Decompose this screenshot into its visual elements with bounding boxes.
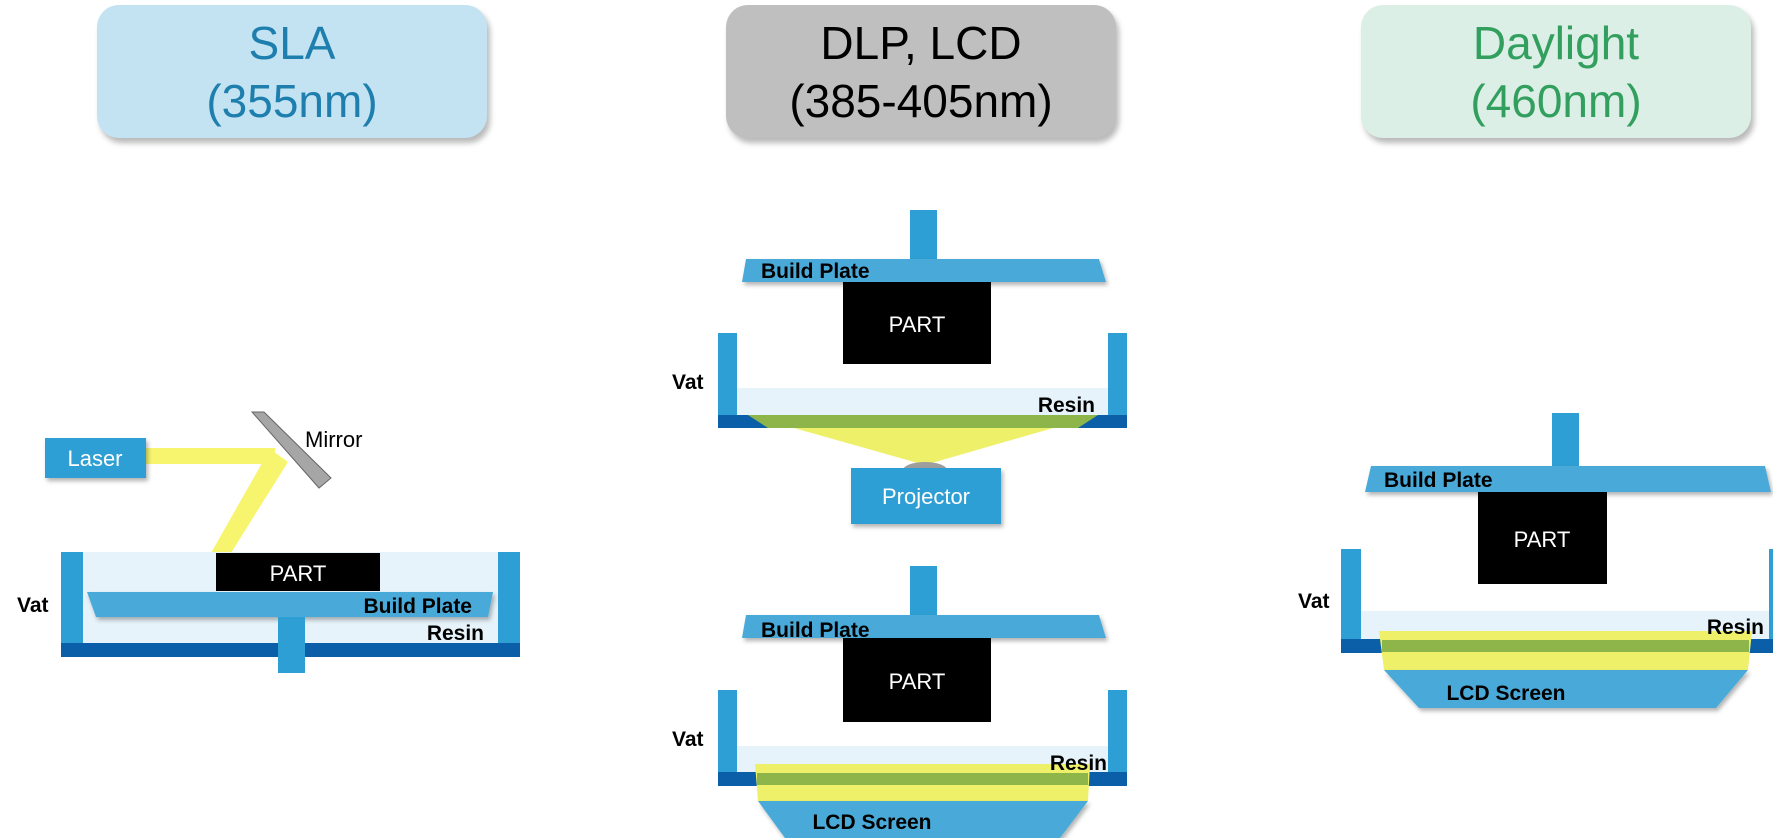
dlp-build-plate [742,259,1106,282]
sla-part-label: PART [270,561,327,586]
dlp-resin [737,388,1108,415]
dlp-vat-label: Vat [672,371,704,394]
dlp-part-label: PART [889,312,946,337]
dlp-projector-label: Projector [882,484,970,509]
dlp-part [843,282,991,364]
header-daylight-wavelength: (460nm) [1470,74,1642,127]
dlp-cured-layer [748,415,1098,428]
dlp-vat-right-wall [1108,333,1127,428]
dlp-diagram: Build Plate PART Projector Resin Vat [672,210,1127,524]
sla-vat-right-wall [498,552,520,657]
sla-mirror-label: Mirror [305,427,362,452]
lcd-screen [758,801,1088,838]
daylight-lcd-screen [1384,670,1748,708]
dlp-vat-left-wall [718,333,737,428]
sla-build-plate [87,592,493,617]
lcd-screen-label: LCD Screen [812,811,931,834]
dlp-build-plate-label: Build Plate [761,260,870,283]
daylight-cured-layer [1382,640,1749,652]
sla-part [216,553,380,591]
lcd-plate-stem [910,566,937,616]
header-dlp-lcd: DLP, LCD (385-405nm) [726,5,1116,138]
daylight-part-label: PART [1514,527,1571,552]
header-daylight: Daylight (460nm) [1361,5,1751,138]
dlp-projector-box [851,468,1001,524]
sla-mirror [250,411,332,489]
header-sla-title: SLA [248,16,336,69]
lcd-part-label: PART [889,669,946,694]
daylight-build-plate-label: Build Plate [1384,469,1493,492]
sla-build-plate-label: Build Plate [363,595,472,618]
sla-build-plate-stem [278,617,305,673]
lcd-vat-right-wall [1108,690,1127,786]
daylight-plate-stem [1552,413,1579,468]
header-sla-wavelength: (355nm) [206,74,378,127]
sla-laser-beam [145,448,275,464]
sla-resin-label: Resin [427,622,484,645]
lcd-build-plate-label: Build Plate [761,619,870,642]
dlp-plate-stem [910,210,937,260]
daylight-vat-label: Vat [1298,590,1330,613]
lcd-part [843,638,991,722]
dlp-resin-label: Resin [1038,394,1095,417]
lcd-build-plate [742,615,1106,638]
header-sla: SLA (355nm) [97,5,487,138]
sla-laser-box [45,438,146,478]
lcd-resin-label: Resin [1050,752,1107,775]
sla-diagram: Laser Mirror PART Build Plate Resin Vat [17,411,520,673]
daylight-resin-label: Resin [1707,616,1764,639]
sla-vat-label: Vat [17,594,49,617]
header-dlp-lcd-title: DLP, LCD [820,16,1022,69]
lcd-diagram: Build Plate PART LCD Screen Resin Vat [672,566,1127,838]
daylight-lcd-screen-label: LCD Screen [1446,682,1565,705]
daylight-build-plate [1365,466,1771,492]
lcd-vat-left-wall [718,690,737,786]
sla-laser-label: Laser [67,446,122,471]
lcd-vat-label: Vat [672,728,704,751]
sla-vat-left-wall [61,552,83,657]
daylight-diagram: Build Plate PART LCD Screen Resin Vat [1298,413,1773,708]
daylight-part [1478,492,1607,584]
daylight-vat-right-wall [1769,549,1773,653]
lcd-cured-layer [757,773,1088,785]
header-daylight-title: Daylight [1472,16,1640,69]
daylight-vat-left-wall [1341,549,1361,653]
header-dlp-lcd-wavelength: (385-405nm) [789,74,1053,127]
sla-reflected-beam [211,449,288,553]
